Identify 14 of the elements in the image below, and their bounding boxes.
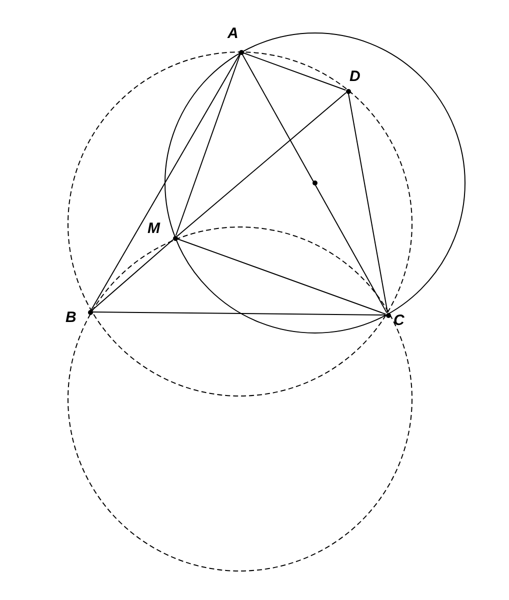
point-label: C (394, 312, 404, 328)
point-label: A (228, 26, 238, 40)
point-label: M (148, 220, 160, 236)
line-segment (175, 54, 241, 236)
line-segment (90, 54, 240, 310)
point-label: B (66, 310, 76, 324)
line-segment (242, 52, 346, 91)
point-label: D (350, 68, 360, 84)
line-segment (176, 238, 386, 315)
line-segment (348, 92, 388, 314)
line-segment (92, 312, 386, 316)
line-segment (176, 92, 347, 237)
line-segment (91, 239, 174, 311)
line-segment (242, 54, 388, 314)
